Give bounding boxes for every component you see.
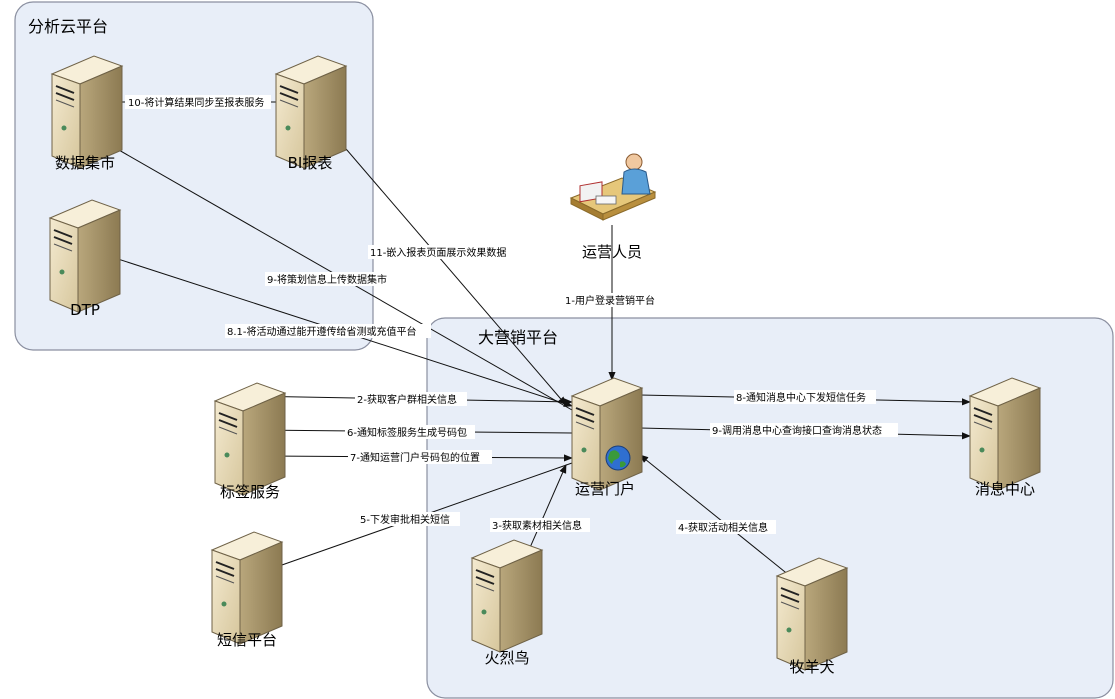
server-icon xyxy=(776,557,848,671)
node-message-center[interactable]: 消息中心 xyxy=(969,377,1041,498)
edge-label-bg xyxy=(358,512,460,526)
node-bi-report[interactable]: BI报表 xyxy=(275,55,347,172)
edge-label-4: 4-获取活动相关信息 xyxy=(678,521,768,534)
node-label: 运营人员 xyxy=(582,243,642,261)
server-icon xyxy=(211,531,283,645)
node-label: 短信平台 xyxy=(217,631,277,649)
group-marketing-box xyxy=(426,317,1114,699)
edge-label-3: 3-获取素材相关信息 xyxy=(492,519,582,532)
edge-label-bg xyxy=(345,425,475,439)
edge-line-4 xyxy=(639,454,796,581)
server-icon xyxy=(969,377,1041,491)
edge-label-7: 7-通知运营门户号码包的位置 xyxy=(350,451,480,464)
group-marketing-title: 大营销平台 xyxy=(478,328,558,347)
edge-label-9a: 9-将策划信息上传数据集市 xyxy=(267,273,387,286)
server-icon xyxy=(471,539,543,653)
edge-label-bg xyxy=(734,390,876,404)
node-tag-service[interactable]: 标签服务 xyxy=(214,382,286,501)
edge-label-8-1: 8.1-将活动通过能开遵传给省测或充值平台 xyxy=(227,325,417,338)
edge-label-bg xyxy=(348,450,492,464)
node-data-mart[interactable]: 数据集市 xyxy=(51,55,123,172)
edge-label-bg xyxy=(355,392,467,406)
edge-label-2: 2-获取客户群相关信息 xyxy=(357,393,457,406)
node-label: 标签服务 xyxy=(220,483,280,501)
node-sms-platform[interactable]: 短信平台 xyxy=(211,531,283,649)
node-label: 火烈鸟 xyxy=(484,649,529,667)
edge-label-5: 5-下发审批相关短信 xyxy=(360,513,450,526)
globe-icon xyxy=(605,445,631,471)
server-icon xyxy=(51,55,123,169)
person-at-desk-icon xyxy=(569,153,657,221)
server-icon xyxy=(214,382,286,496)
node-label: BI报表 xyxy=(288,154,333,172)
node-label: 牧羊犬 xyxy=(789,658,834,676)
server-icon xyxy=(275,55,347,169)
edge-label-bg xyxy=(676,520,776,534)
edge-label-bg xyxy=(265,272,393,286)
group-marketing-platform: 大营销平台 xyxy=(426,317,1114,699)
server-icon xyxy=(571,377,643,491)
edge-label-bg xyxy=(125,95,271,109)
node-operator[interactable]: 运营人员 xyxy=(569,153,657,261)
edge-label-bg xyxy=(710,423,898,437)
edge-label-6: 6-通知标签服务生成号码包 xyxy=(347,426,467,439)
node-label: 消息中心 xyxy=(975,480,1035,498)
node-label: DTP xyxy=(70,301,100,319)
group-analytics-title: 分析云平台 xyxy=(28,17,108,36)
edge-label-bg xyxy=(225,324,431,338)
edge-label-10: 10-将计算结果同步至报表服务 xyxy=(128,96,264,109)
edge-label-bg xyxy=(490,518,590,532)
server-icon xyxy=(49,199,121,313)
node-firebird[interactable]: 火烈鸟 xyxy=(471,539,543,667)
edge-labels: 10-将计算结果同步至报表服务 11-嵌入报表页面展示效果数据 9-将策划信息上… xyxy=(125,95,898,534)
edge-label-1: 1-用户登录营销平台 xyxy=(565,294,655,307)
edge-label-8: 8-通知消息中心下发短信任务 xyxy=(736,391,866,404)
node-label: 运营门户 xyxy=(575,480,635,498)
edge-label-bg xyxy=(368,245,514,259)
node-shepherd[interactable]: 牧羊犬 xyxy=(776,557,848,676)
node-portal[interactable]: 运营门户 xyxy=(571,377,643,498)
edge-label-bg xyxy=(563,293,661,307)
edge-label-11: 11-嵌入报表页面展示效果数据 xyxy=(370,246,506,259)
node-label: 数据集市 xyxy=(55,154,115,172)
node-dtp[interactable]: DTP xyxy=(49,199,121,319)
edge-label-9b: 9-调用消息中心查询接口查询消息状态 xyxy=(712,424,882,437)
